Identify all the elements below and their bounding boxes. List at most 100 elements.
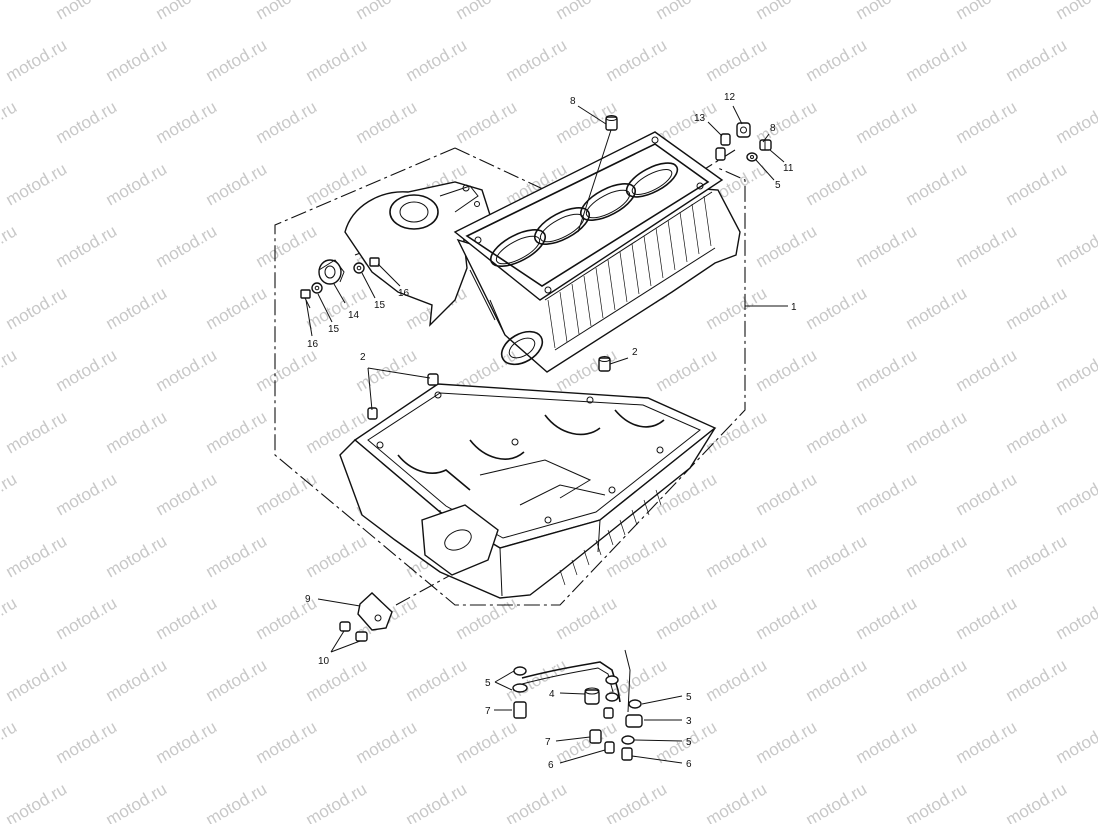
watermark-text: motod.ru xyxy=(353,717,421,767)
watermark-text: motod.ru xyxy=(53,345,121,395)
washer-15-left xyxy=(311,282,323,294)
watermark-text: motod.ru xyxy=(103,407,171,457)
watermark-text: motod.ru xyxy=(853,345,921,395)
callout-labels: 1 2 2 3 4 5 5 5 5 6 6 7 7 8 8 9 10 11 12… xyxy=(305,92,797,771)
leader-lines xyxy=(305,105,788,764)
watermark-text: motod.ru xyxy=(3,779,71,824)
watermark-text: motod.ru xyxy=(303,779,371,824)
watermark-text: motod.ru xyxy=(3,159,71,209)
watermark-text: motod.ru xyxy=(0,0,20,23)
watermark-text: motod.ru xyxy=(303,159,371,209)
watermark-text: motod.ru xyxy=(253,221,321,271)
watermark-text: motod.ru xyxy=(303,655,371,705)
watermark-text: motod.ru xyxy=(0,97,20,147)
watermark-text: motod.ru xyxy=(603,779,671,824)
oil-pipe-assembly xyxy=(512,649,643,761)
callout-5-top: 5 xyxy=(775,180,781,191)
watermark-text: motod.ru xyxy=(753,221,821,271)
bracket-9 xyxy=(357,592,393,631)
callout-8-top: 8 xyxy=(570,96,576,107)
watermark-text: motod.ru xyxy=(53,717,121,767)
watermark-text: motod.ru xyxy=(703,283,771,333)
watermark-text: motod.ru xyxy=(203,655,271,705)
dowel-pin-2-right xyxy=(598,356,611,372)
watermark-text: motod.ru xyxy=(803,407,871,457)
callout-16-left: 16 xyxy=(307,339,319,350)
watermark-text: motod.ru xyxy=(53,221,121,271)
watermark-text: motod.ru xyxy=(403,655,471,705)
watermark-text: motod.ru xyxy=(703,779,771,824)
watermark-text: motod.ru xyxy=(553,593,621,643)
callout-15-right: 15 xyxy=(374,300,386,311)
watermark-text: motod.ru xyxy=(953,345,1021,395)
watermark-text: motod.ru xyxy=(153,469,221,519)
watermark-text: motod.ru xyxy=(0,717,20,767)
watermark-text: motod.ru xyxy=(703,531,771,581)
watermark-text: motod.ru xyxy=(253,0,321,23)
watermark-text: motod.ru xyxy=(953,717,1021,767)
watermark-text: motod.ru xyxy=(3,283,71,333)
callout-3: 3 xyxy=(686,716,692,727)
callout-6-right: 6 xyxy=(686,759,692,770)
watermark-text: motod.ru xyxy=(803,531,871,581)
watermark-text: motod.ru xyxy=(153,345,221,395)
watermark-text: motod.ru xyxy=(453,0,521,23)
watermark-text: motod.ru xyxy=(853,97,921,147)
watermark-text: motod.ru xyxy=(553,0,621,23)
watermark-text: motod.ru xyxy=(1053,345,1098,395)
watermark-text: motod.ru xyxy=(353,0,421,23)
watermark-text: motod.ru xyxy=(203,35,271,85)
watermark-text: motod.ru xyxy=(203,407,271,457)
watermark-text: motod.ru xyxy=(1003,159,1071,209)
watermark-text: motod.ru xyxy=(1003,779,1071,824)
callout-10: 10 xyxy=(318,656,330,667)
watermark-text: motod.ru xyxy=(953,593,1021,643)
watermark-text: motod.ru xyxy=(153,0,221,23)
watermark-text: motod.ru xyxy=(3,531,71,581)
washer-15-right xyxy=(353,262,365,274)
watermark-text: motod.ru xyxy=(853,593,921,643)
callout-11: 11 xyxy=(783,163,794,174)
bolt-10-b xyxy=(355,631,368,642)
watermark-text: motod.ru xyxy=(853,0,921,23)
callout-15-left: 15 xyxy=(328,324,340,335)
watermark-text: motod.ru xyxy=(1053,221,1098,271)
watermark-text: motod.ru xyxy=(303,35,371,85)
callout-5-right-lower: 5 xyxy=(686,737,692,748)
watermark-text: motod.ru xyxy=(803,283,871,333)
bolt-11 xyxy=(759,139,772,151)
watermark-text: motod.ru xyxy=(803,655,871,705)
watermark-text: motod.ru xyxy=(1003,531,1071,581)
watermark-text: motod.ru xyxy=(903,35,971,85)
watermark-text: motod.ru xyxy=(103,531,171,581)
watermark-text: motod.ru xyxy=(703,655,771,705)
watermark-text: motod.ru xyxy=(103,655,171,705)
dowel-pin-8-top xyxy=(605,115,618,131)
watermark-text: motod.ru xyxy=(753,469,821,519)
watermark-text: motod.ru xyxy=(953,97,1021,147)
callout-9: 9 xyxy=(305,594,311,605)
watermark-text: motod.ru xyxy=(103,779,171,824)
watermark-text: motod.ru xyxy=(903,655,971,705)
watermark-text: motod.ru xyxy=(603,531,671,581)
dowel-pin-2-left-lower xyxy=(367,407,378,420)
callout-7-left: 7 xyxy=(485,706,491,717)
lower-crankcase xyxy=(339,383,717,599)
watermark-text: motod.ru xyxy=(53,97,121,147)
watermark-text: motod.ru xyxy=(653,345,721,395)
watermark-text: motod.ru xyxy=(903,779,971,824)
upper-crankcase xyxy=(344,131,741,373)
watermark-text: motod.ru xyxy=(1053,469,1098,519)
watermark-text: motod.ru xyxy=(0,593,20,643)
watermark-text: motod.ru xyxy=(403,35,471,85)
watermark-text: motod.ru xyxy=(853,469,921,519)
watermark-text: motod.ru xyxy=(853,717,921,767)
watermark-text: motod.ru xyxy=(3,655,71,705)
watermark-text: motod.ru xyxy=(953,469,1021,519)
watermark-text: motod.ru xyxy=(1053,97,1098,147)
watermark-text: motod.ru xyxy=(603,35,671,85)
watermark-text: motod.ru xyxy=(453,593,521,643)
callout-13: 13 xyxy=(694,113,706,124)
watermark-text: motod.ru xyxy=(1053,0,1098,23)
